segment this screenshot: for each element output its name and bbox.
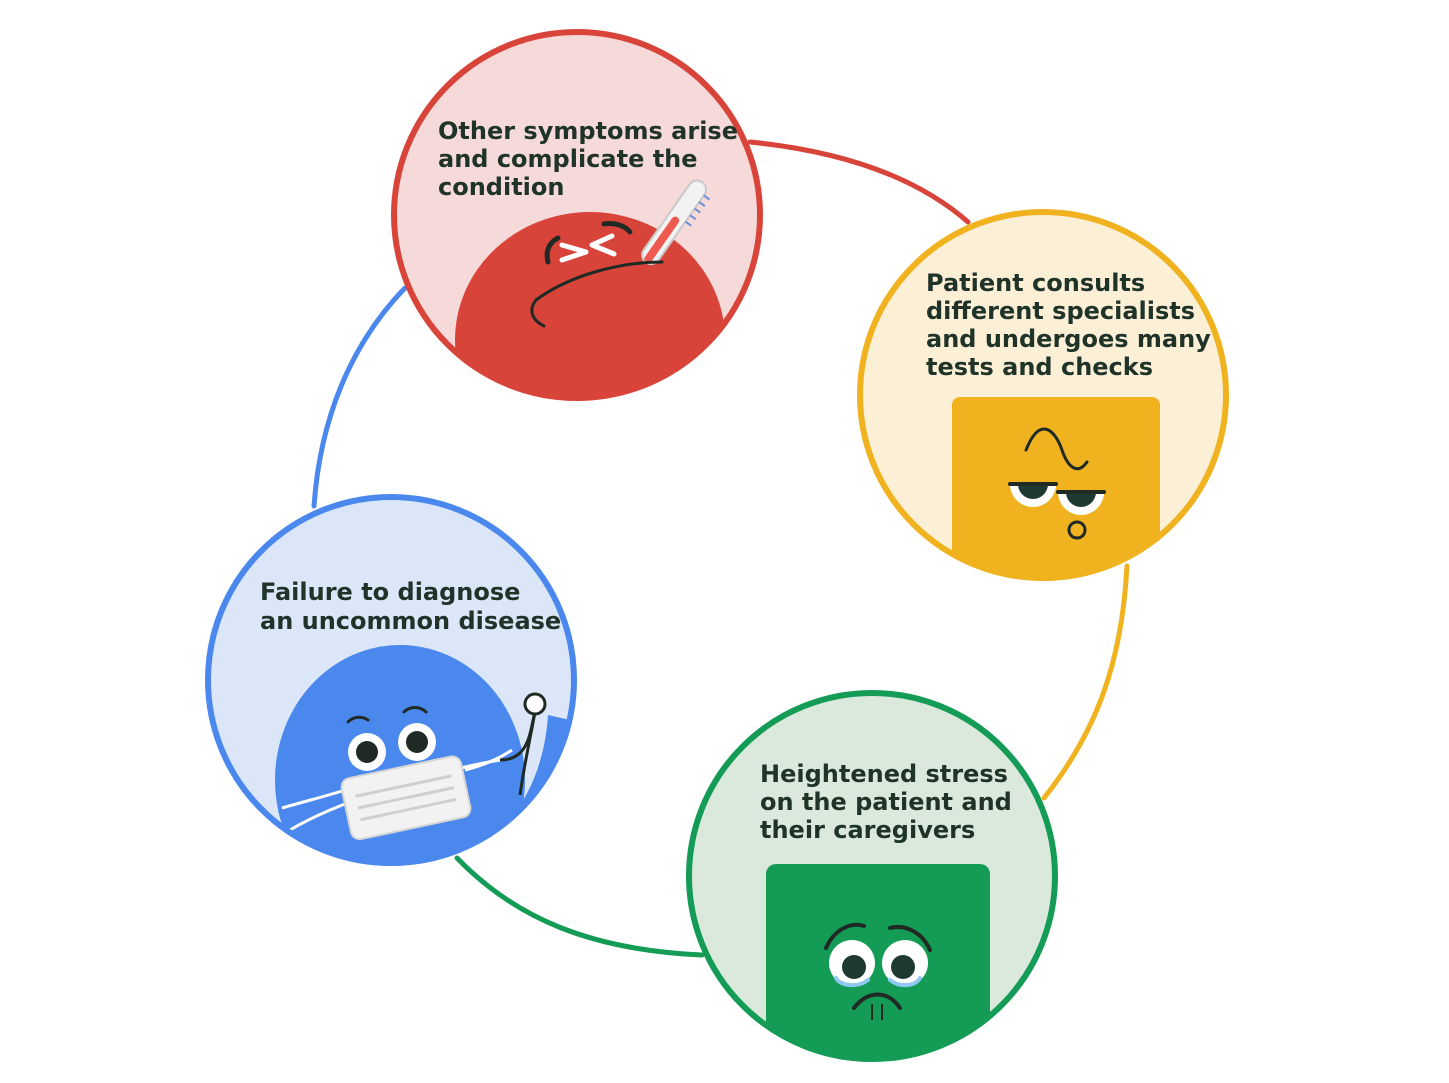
node-right-label-line: and undergoes many [926, 325, 1211, 353]
node-other-symptoms: Other symptoms arise and complicate the … [391, 29, 763, 401]
sad-character-icon [766, 864, 990, 1059]
node-right-label-line: Patient consults [926, 269, 1145, 297]
node-top-label-line: Other symptoms arise [438, 117, 738, 145]
connector-top-to-right [747, 139, 971, 225]
connector-right-to-bottom [1041, 563, 1130, 801]
node-left-label-line: an uncommon disease [260, 607, 561, 635]
node-patient-consults: Patient consults different specialists a… [857, 209, 1229, 581]
node-right-label: Patient consults different specialists a… [926, 269, 1219, 381]
node-bottom-label-line: Heightened stress [760, 760, 1008, 788]
confused-character-icon [952, 397, 1160, 578]
node-bottom-label: Heightened stress on the patient and the… [760, 760, 1020, 844]
fever-character-icon [455, 179, 725, 398]
node-left-label: Failure to diagnose an uncommon disease [260, 578, 561, 635]
node-left-label-line: Failure to diagnose [260, 578, 520, 606]
node-top-label-line: and complicate the [438, 145, 698, 173]
node-top-label-line: condition [438, 173, 564, 201]
node-top-label: Other symptoms arise and complicate the … [438, 117, 746, 201]
node-right-label-line: tests and checks [926, 353, 1153, 381]
node-heightened-stress: Heightened stress on the patient and the… [686, 690, 1058, 1062]
connector-bottom-to-left [454, 855, 705, 958]
connector-left-to-top [311, 285, 408, 509]
node-failure-to-diagnose: Failure to diagnose an uncommon disease [205, 494, 577, 866]
node-bottom-label-line: on the patient and [760, 788, 1012, 816]
node-right-label-line: different specialists [926, 297, 1195, 325]
node-bottom-label-line: their caregivers [760, 816, 975, 844]
